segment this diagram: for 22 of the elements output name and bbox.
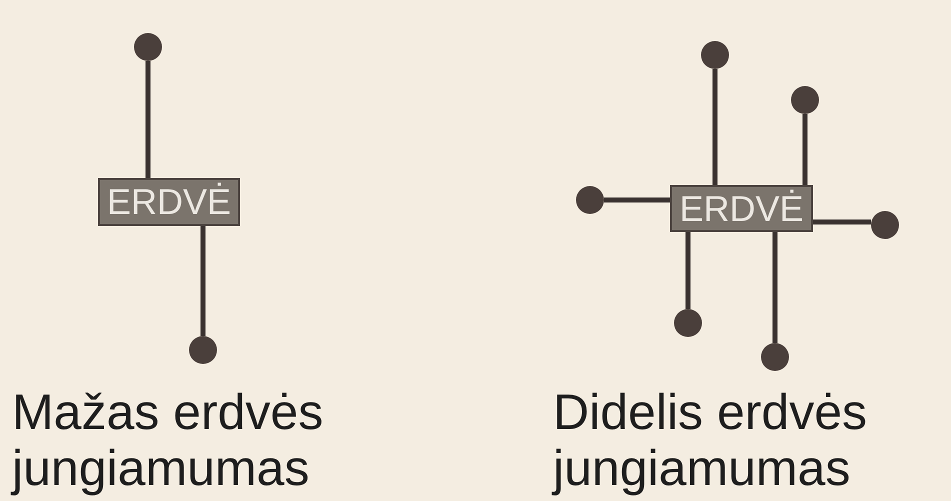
box-label: ERDVĖ	[679, 188, 804, 230]
connection-dot	[791, 86, 819, 114]
box-label: ERDVĖ	[106, 181, 232, 223]
connection-dot	[871, 211, 899, 239]
connection-dot	[701, 41, 729, 69]
connector-line	[802, 114, 808, 185]
connection-dot	[674, 309, 702, 337]
space-box	[98, 178, 240, 226]
connection-dot	[134, 33, 162, 61]
connector-line	[200, 226, 206, 336]
connection-dot	[576, 186, 604, 214]
connector-line	[604, 198, 670, 202]
connector-line	[146, 61, 150, 178]
connection-dot	[189, 336, 217, 364]
connection-dot	[761, 343, 789, 371]
connector-line	[772, 232, 778, 343]
caption: Mažas erdvės jungiamumas	[12, 384, 324, 496]
space-box	[670, 185, 813, 232]
caption: Didelis erdvės jungiamumas	[553, 384, 868, 496]
connector-line	[712, 69, 718, 185]
connector-line	[813, 220, 871, 224]
connector-line	[686, 232, 690, 309]
